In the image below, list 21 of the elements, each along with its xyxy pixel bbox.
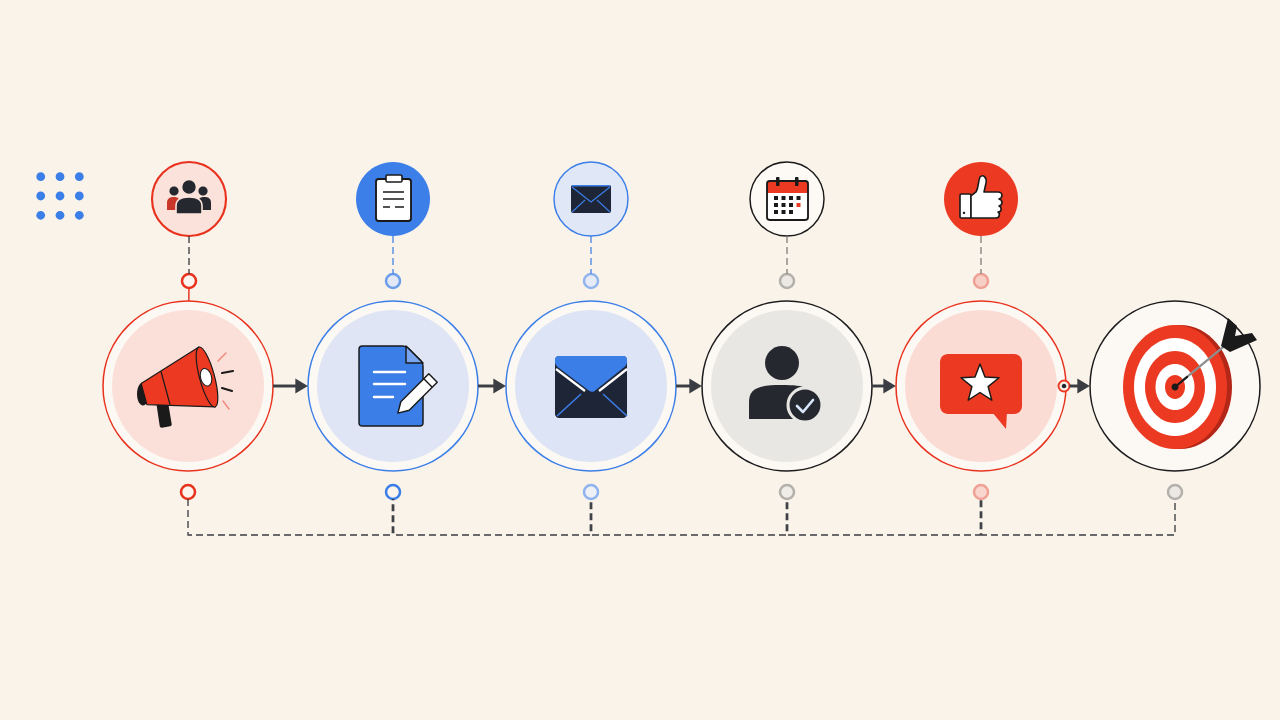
dashed-line — [980, 235, 982, 275]
dashed-line — [188, 235, 190, 275]
connector-ring — [778, 483, 796, 501]
dashed-line — [981, 498, 1176, 536]
connector-ring — [384, 272, 402, 290]
connector-ring — [582, 483, 600, 501]
dashed-line — [187, 498, 393, 536]
connector-line — [188, 287, 190, 302]
connector-ring — [179, 483, 197, 501]
dashed-line — [392, 235, 394, 275]
dashed-line — [787, 498, 981, 536]
connector-ring — [972, 483, 990, 501]
connector-ring — [1166, 483, 1184, 501]
connector-ring — [384, 483, 402, 501]
dashed-line — [786, 235, 788, 275]
connector-ring — [972, 272, 990, 290]
dashed-line — [590, 235, 592, 275]
dashed-line — [393, 498, 591, 536]
connector-ring — [180, 272, 198, 290]
connector-ring — [778, 272, 796, 290]
connector-ring — [582, 272, 600, 290]
